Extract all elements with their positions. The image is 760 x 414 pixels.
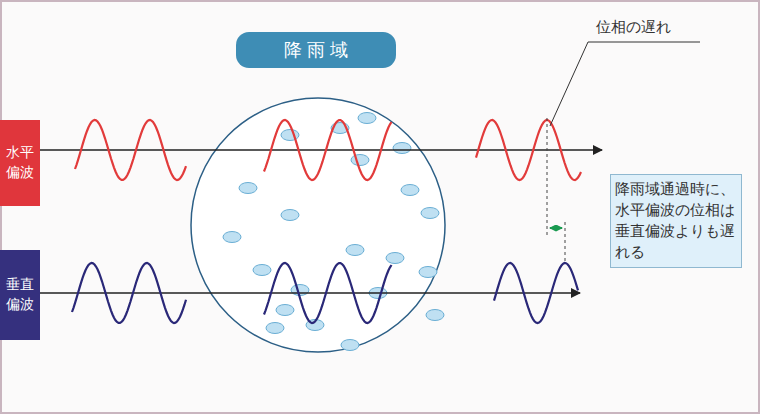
polarization-box: 水平偏波 <box>0 120 40 206</box>
rain-drops <box>223 113 444 351</box>
wave <box>494 263 578 323</box>
phase-guide <box>547 118 548 236</box>
rain-drop <box>341 340 359 351</box>
wave <box>476 120 581 180</box>
axis-arrow <box>40 292 580 294</box>
rain-drop <box>239 183 257 194</box>
callout-box: 降雨域通過時に、水平偏波の位相は垂直偏波よりも遅れる <box>610 174 742 268</box>
annotation-label: 位相の遅れ <box>596 18 671 37</box>
rain-drop <box>393 143 411 154</box>
leader-line <box>550 42 700 126</box>
rain-drop <box>291 285 309 296</box>
region-label-pill: 降雨域 <box>236 32 396 68</box>
waves <box>72 120 581 323</box>
axis-arrow <box>40 149 602 151</box>
rain-drop <box>358 113 376 124</box>
node-text: 降雨域 <box>284 37 354 62</box>
wave <box>264 120 392 180</box>
rain-drop <box>281 210 299 221</box>
phase-guide <box>565 222 566 262</box>
wave <box>72 263 186 323</box>
rain-drop <box>421 208 439 219</box>
polarization-box: 垂直偏波 <box>0 250 40 340</box>
rain-drop <box>276 305 294 316</box>
rain-drop <box>253 265 271 276</box>
phase-delay-arrow <box>550 227 562 229</box>
rain-drop <box>426 310 444 321</box>
rain-drop <box>346 245 364 256</box>
node-text: 降雨域通過時に、水平偏波の位相は垂直偏波よりも遅れる <box>615 179 737 263</box>
wave <box>264 263 392 323</box>
rain-drop <box>419 267 437 278</box>
wave <box>75 120 186 180</box>
rain-drop <box>386 253 404 264</box>
node-text: 垂直偏波 <box>6 275 34 314</box>
rain-drop <box>266 323 284 334</box>
rain-drop <box>223 232 241 243</box>
rain-drop <box>401 185 419 196</box>
node-text: 水平偏波 <box>6 143 34 182</box>
rain-region-circle <box>191 98 445 352</box>
rain-drop <box>351 155 369 166</box>
